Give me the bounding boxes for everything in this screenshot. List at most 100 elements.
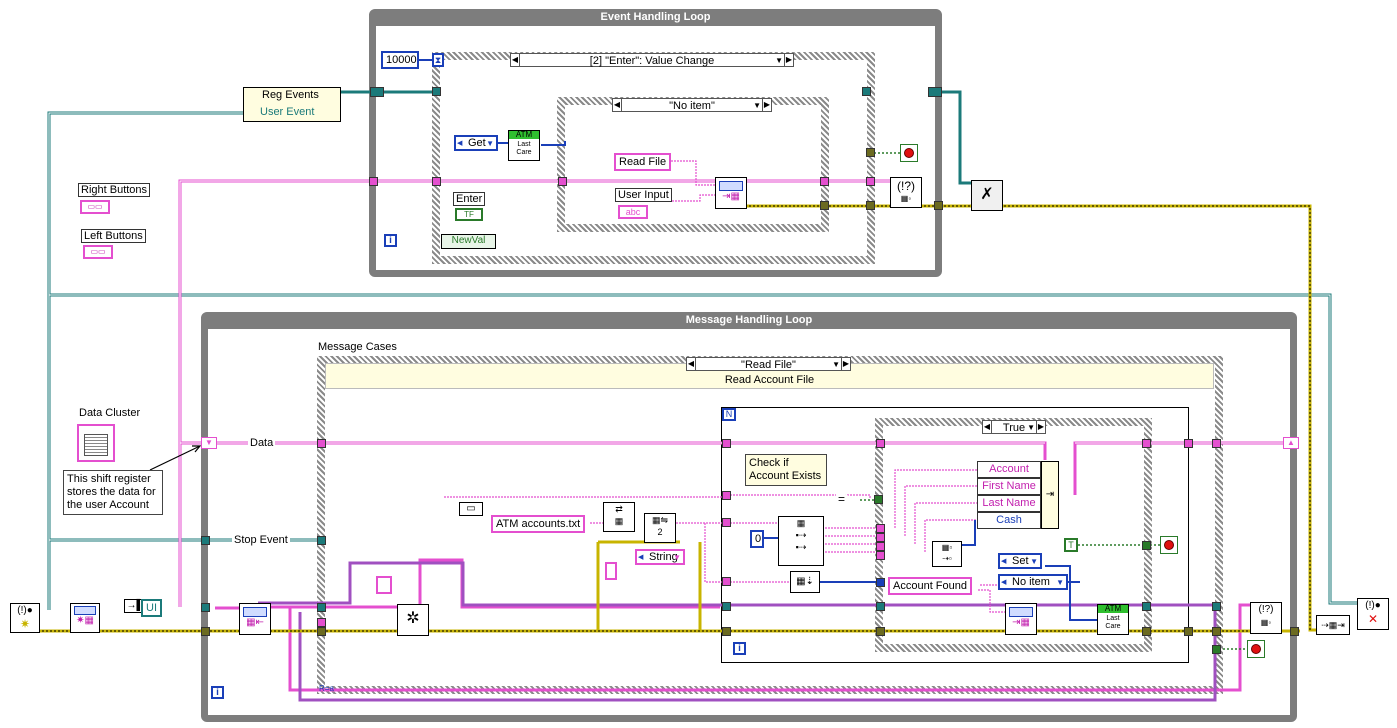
- error-terminal-case: [317, 627, 326, 636]
- sun-icon: ✷: [19, 617, 31, 631]
- shift-register-right[interactable]: ▲: [1283, 437, 1299, 449]
- subdiagram-label-text: Read Account File: [724, 374, 815, 386]
- data-wire-label: Data: [248, 437, 276, 449]
- stop-event-label: Stop Event: [232, 534, 290, 546]
- case-error-out: [1212, 627, 1221, 636]
- simple-error-node[interactable]: (!)● ✕: [1357, 598, 1389, 630]
- atm-last-care-vi[interactable]: ATM Last Care: [508, 130, 540, 161]
- file-name-constant[interactable]: ATM accounts.txt: [491, 515, 586, 533]
- info-icon: i: [384, 234, 397, 247]
- error-handler-icon: (!?): [897, 179, 915, 193]
- message-cases-label: Message Cases: [318, 341, 397, 353]
- error-x-icon: ✕: [1367, 612, 1379, 626]
- build-path-node[interactable]: ⇄▦: [603, 502, 635, 532]
- stop-inner-icon[interactable]: [1160, 536, 1178, 554]
- event-reg-out-terminal: [862, 87, 871, 96]
- event-loop-title: Event Handling Loop: [600, 11, 711, 23]
- dequeue-message-node[interactable]: ▦⇤: [239, 603, 271, 635]
- inner-case-structure[interactable]: [557, 97, 829, 232]
- event-yellow-terminal-loop: [934, 201, 943, 210]
- message-terminal-case: [317, 618, 326, 627]
- bundle-field-last-name: Last Name: [977, 495, 1041, 512]
- obtain-queue-star-icon: ✷▦: [76, 615, 94, 626]
- shift-register-left[interactable]: ▼: [201, 437, 217, 449]
- empty-string-const[interactable]: [376, 576, 392, 594]
- enqueue-message-node[interactable]: ⇥▦: [715, 177, 747, 209]
- no-item-ring-text: No item: [1012, 576, 1050, 588]
- bundle-icon[interactable]: ⇥: [1041, 461, 1059, 529]
- true-case-data-out: [1142, 439, 1151, 448]
- error-terminal-loop: [201, 627, 210, 636]
- delimiter-const[interactable]: [605, 562, 617, 580]
- true-bool-constant[interactable]: T: [1064, 538, 1078, 552]
- inner-case-selector[interactable]: ◀"No item"▼▶: [612, 98, 772, 112]
- data-cluster-icon: [84, 434, 108, 456]
- queue-icon: [719, 181, 743, 191]
- account-found-constant[interactable]: Account Found: [888, 577, 972, 595]
- event-case-selector[interactable]: ◀[2] "Enter": Value Change▼▶: [510, 53, 794, 67]
- get-ring[interactable]: Get▼: [454, 135, 498, 151]
- timeout-constant[interactable]: 10000: [381, 51, 419, 69]
- event-yellow-terminal-case: [820, 201, 829, 210]
- event-reg-right-terminal: [928, 87, 942, 97]
- check-account-note: Check if Account Exists: [745, 454, 827, 486]
- boolean-terminal: [874, 495, 883, 504]
- true-case-index-terminal: [876, 578, 885, 587]
- get-ring-text: Get: [468, 137, 486, 149]
- equals-node[interactable]: =: [836, 490, 860, 510]
- ui-constant[interactable]: UI: [141, 599, 162, 617]
- true-case-field-terminal4: [876, 551, 885, 560]
- string-ring[interactable]: String▼: [635, 549, 685, 565]
- set-ring-text: Set: [1012, 555, 1029, 567]
- event-case-text: [2] "Enter": Value Change: [589, 55, 715, 67]
- true-case-selector[interactable]: ◀True▼▶: [982, 420, 1046, 434]
- file-icon: ▭: [459, 502, 483, 516]
- atm-vi-body: Last Care: [516, 141, 532, 156]
- search-array-node[interactable]: ▦⇣: [790, 571, 820, 593]
- atm-vi-2-header: ATM: [1098, 605, 1128, 613]
- reg-events-label: Reg Events: [262, 89, 319, 101]
- format-number-node[interactable]: ▦▫⇢▫: [932, 541, 962, 567]
- no-item-ring[interactable]: No item▼: [998, 574, 1068, 590]
- inner-case-text: "No item": [669, 100, 715, 112]
- seq-pink-terminal2: [722, 577, 731, 586]
- error-cluster-node[interactable]: (!)● ✷: [10, 603, 40, 633]
- stop-message-loop-icon[interactable]: [1247, 640, 1265, 658]
- release-queue-node[interactable]: (!?) ▦◦: [1250, 602, 1282, 634]
- error-handler-node[interactable]: (!?) ▦◦: [890, 177, 922, 208]
- merge-errors-node[interactable]: ⇢▦⇥: [1316, 615, 1350, 635]
- true-case-bool-out: [1142, 541, 1151, 550]
- event-error-terminal: [866, 148, 875, 157]
- stop-icon[interactable]: [900, 144, 918, 162]
- read-spreadsheet-node[interactable]: ▦⇋2: [644, 513, 676, 543]
- true-case-enqueue-node[interactable]: ⇥▦: [1005, 603, 1037, 635]
- read-file-constant[interactable]: Read File: [614, 153, 672, 171]
- equals-symbol: =: [838, 492, 846, 506]
- user-input-control[interactable]: abc: [618, 205, 648, 219]
- event-pink-terminal-right: [820, 177, 829, 186]
- true-case-field-terminal3: [876, 542, 885, 551]
- bundle-field-first-name: First Name: [977, 478, 1041, 495]
- user-event-label: User Event: [260, 106, 315, 118]
- index-constant[interactable]: 0: [750, 530, 764, 548]
- set-ring[interactable]: Set▼: [998, 553, 1042, 569]
- obtain-queue-node[interactable]: ✷▦: [70, 603, 100, 633]
- data-cluster-terminal[interactable]: [77, 424, 115, 462]
- event-registration-terminal: [370, 87, 384, 97]
- loop-error-out: [1290, 627, 1299, 636]
- destroy-event-node[interactable]: ✗: [971, 180, 1003, 211]
- error-handler-sub-icon: ▦◦: [900, 194, 912, 203]
- index-array-node[interactable]: ▦▪⇢▪⇢: [778, 516, 824, 566]
- newval-text: NewVal: [451, 235, 486, 246]
- true-case-enqueue-icon: ⇥▦: [1012, 617, 1030, 628]
- atm-last-care-vi-2[interactable]: ATM Last Care: [1097, 604, 1129, 635]
- format-node[interactable]: ✲: [397, 604, 429, 636]
- message-case-selector[interactable]: ◀"Read File"▼▶: [686, 357, 851, 371]
- left-buttons-terminal[interactable]: ▭▭: [83, 245, 113, 259]
- true-case-error-out: [1142, 627, 1151, 636]
- seq-info-icon: i: [733, 642, 746, 655]
- right-buttons-label: Right Buttons: [78, 183, 151, 197]
- reg-events-node[interactable]: Reg Events User Event: [243, 87, 341, 122]
- event-pink-terminal-struct: [866, 177, 875, 186]
- right-buttons-terminal[interactable]: ▭▭: [80, 200, 110, 214]
